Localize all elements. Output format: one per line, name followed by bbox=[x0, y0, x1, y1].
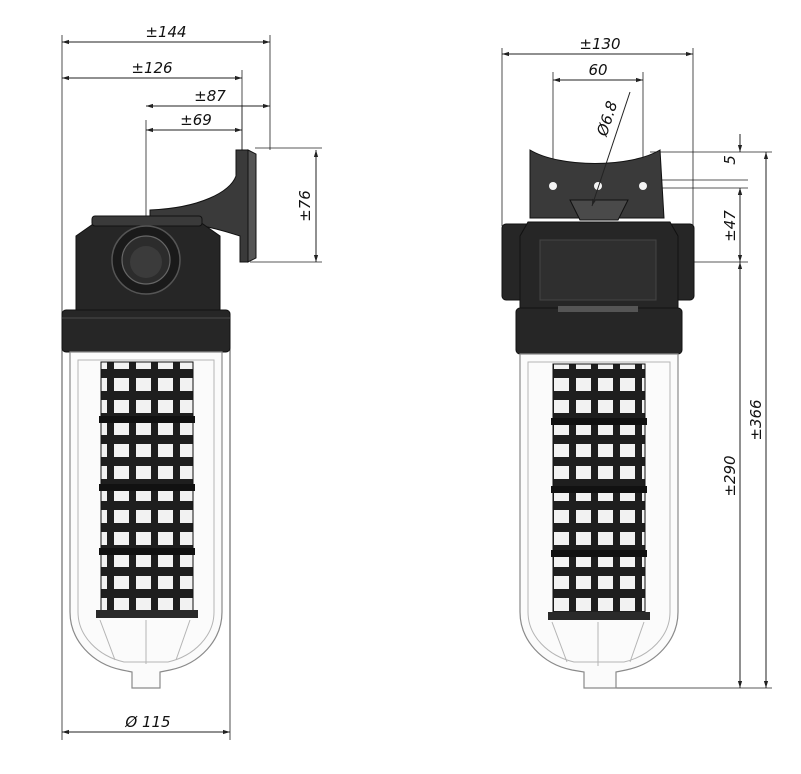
dim-hole-to-inlet: ±47 bbox=[721, 210, 739, 242]
mount-hole-left bbox=[549, 182, 557, 190]
dim-hole-spacing: 60 bbox=[588, 61, 607, 79]
dim-inlet-offset: ±69 bbox=[180, 111, 212, 129]
bowl-collar bbox=[61, 309, 231, 353]
dim-overall-height: ±366 bbox=[747, 399, 765, 440]
mount-hole-right bbox=[639, 182, 647, 190]
right-filter-view: ±130 60 Ø6.8 5 ±47 ±290 ±366 bbox=[501, 35, 772, 689]
dim-bowl-diameter: Ø 115 bbox=[124, 713, 170, 731]
bowl-collar-front bbox=[515, 307, 683, 355]
dim-bracket-width: ±126 bbox=[131, 59, 172, 77]
dim-hole-diameter: Ø6.8 bbox=[593, 99, 621, 139]
dim-overall-width-left: ±144 bbox=[145, 23, 186, 41]
dim-bracket-offset: ±87 bbox=[194, 87, 226, 105]
dim-bracket-height: ±76 bbox=[296, 190, 314, 222]
dim-inlet-to-bottom: ±290 bbox=[721, 455, 739, 496]
left-filter-view: ±144 ±126 ±87 ±69 ±76 Ø 115 bbox=[61, 23, 322, 740]
dim-overall-width-right: ±130 bbox=[579, 35, 620, 53]
mount-hole-center bbox=[594, 182, 602, 190]
dim-hole-to-top: 5 bbox=[721, 155, 739, 165]
